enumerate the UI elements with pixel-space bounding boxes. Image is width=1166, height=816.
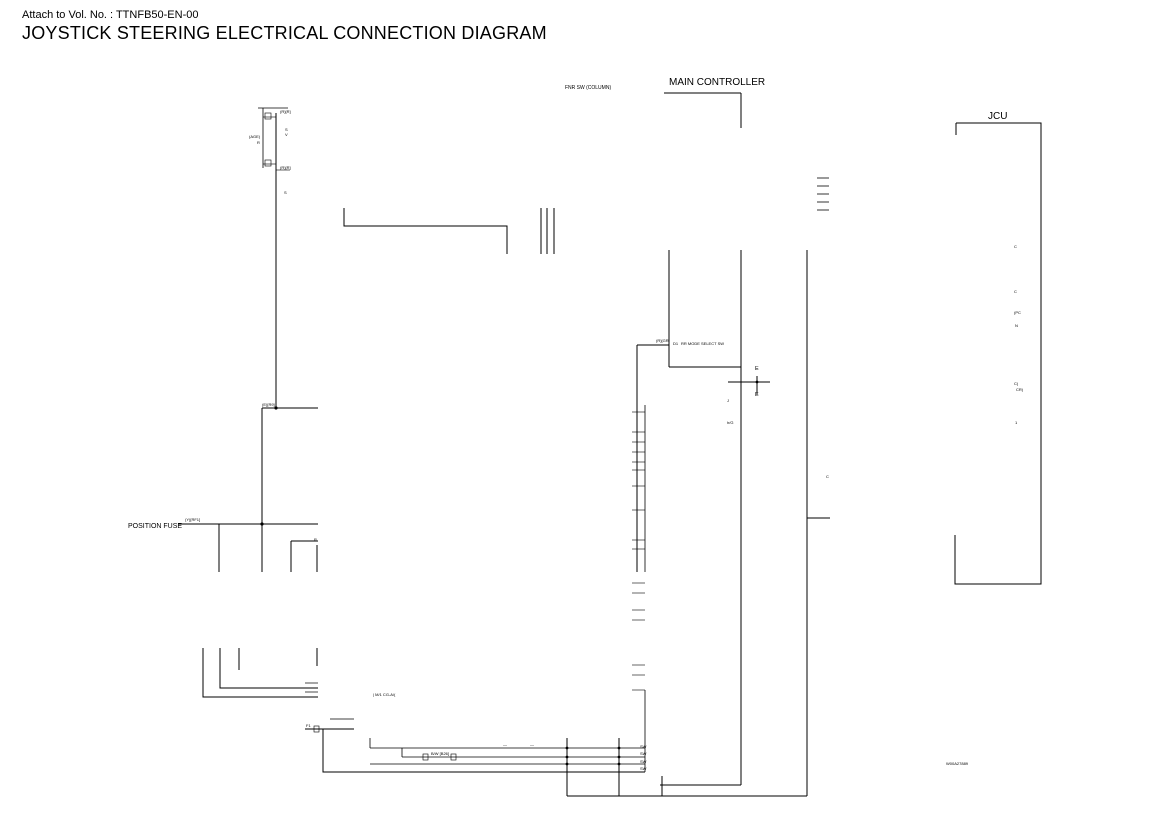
conn-dash-2: — <box>530 742 534 747</box>
f1-fuse <box>313 725 320 733</box>
e-label-bottom: E <box>755 392 759 398</box>
conn-h: h/G <box>727 420 734 425</box>
jcu-pin-n: N <box>1015 323 1018 328</box>
conn-sw-2: SW <box>640 751 647 756</box>
junction-dot <box>260 522 264 526</box>
side-label-a: (AGE) <box>249 134 261 139</box>
attach-vol-no: Attach to Vol. No. : TTNFB50-EN-00 <box>22 9 199 21</box>
junction-dot <box>565 746 569 750</box>
conn-s1: S <box>285 127 288 132</box>
top-wire-label-1: (R)[R] <box>280 109 291 114</box>
junction-dot <box>617 755 621 759</box>
upper-mid-wire <box>343 208 508 254</box>
junction-dot <box>565 762 569 766</box>
position-fuse-label: POSITION FUSE <box>128 523 183 530</box>
jcu-pin-c1: C <box>1014 244 1017 249</box>
conn-sw-4: SW <box>640 766 647 771</box>
jcu-label: JCU <box>988 111 1008 122</box>
pos-fuse-wire-label: (Y)[RF1] <box>185 517 201 522</box>
conn-sw-1: SW <box>640 744 647 749</box>
drawing-ref: W00A27889 <box>946 761 969 766</box>
bwb-label: B/W [B26] <box>431 751 450 756</box>
conn-r7: R <box>314 537 317 542</box>
conn-s3: S <box>284 190 287 195</box>
side-label-b: R <box>257 140 260 145</box>
fnr-sw-label: FNR SW (COLUMN) <box>565 85 612 91</box>
jcu-pin-c4: C) <box>1014 381 1019 386</box>
left-fuse-2 <box>264 159 272 167</box>
left-fuse-1 <box>264 112 272 120</box>
rr-mode-label: RR MODE SELECT SW <box>681 341 725 346</box>
conn-c3: C <box>826 474 829 479</box>
junction-dot <box>617 762 621 766</box>
junction-dot <box>755 380 759 384</box>
jcu-pin-cr: CR) <box>1016 387 1024 392</box>
conn-lm: | M/1 CG-A\( <box>373 692 396 697</box>
wire-e9-label: (E)[R9] <box>262 402 275 407</box>
f1-label: F1 <box>306 723 311 728</box>
page-title: JOYSTICK STEERING ELECTRICAL CONNECTION … <box>22 23 547 43</box>
jcu-pin-1: 1 <box>1015 420 1018 425</box>
jcu-box <box>954 122 1042 585</box>
conn-j: J <box>727 398 729 403</box>
wire-rgr-label: (R)[GR] <box>656 338 670 343</box>
bundle-wire-1 <box>202 648 318 698</box>
top-wire-label-2: (R)[R] <box>280 165 291 170</box>
conn-s2: V <box>285 132 288 137</box>
junction-dot <box>617 746 621 750</box>
bundle-wire-2 <box>219 648 318 689</box>
main-controller-label: MAIN CONTROLLER <box>669 77 766 88</box>
d1-label: D1 <box>673 341 679 346</box>
conn-dash-1: — <box>503 742 507 747</box>
harness-fuse-2 <box>450 753 457 761</box>
e-label-top: E <box>755 366 759 372</box>
jcu-pin-c2: C <box>1014 289 1017 294</box>
junction-dot <box>565 755 569 759</box>
conn-sw-3: SW <box>640 759 647 764</box>
jcu-pin-pc: (PC <box>1014 310 1021 315</box>
f1-wire-down <box>322 729 645 773</box>
junction-dot <box>274 406 278 410</box>
harness-fuse-1 <box>422 753 429 761</box>
